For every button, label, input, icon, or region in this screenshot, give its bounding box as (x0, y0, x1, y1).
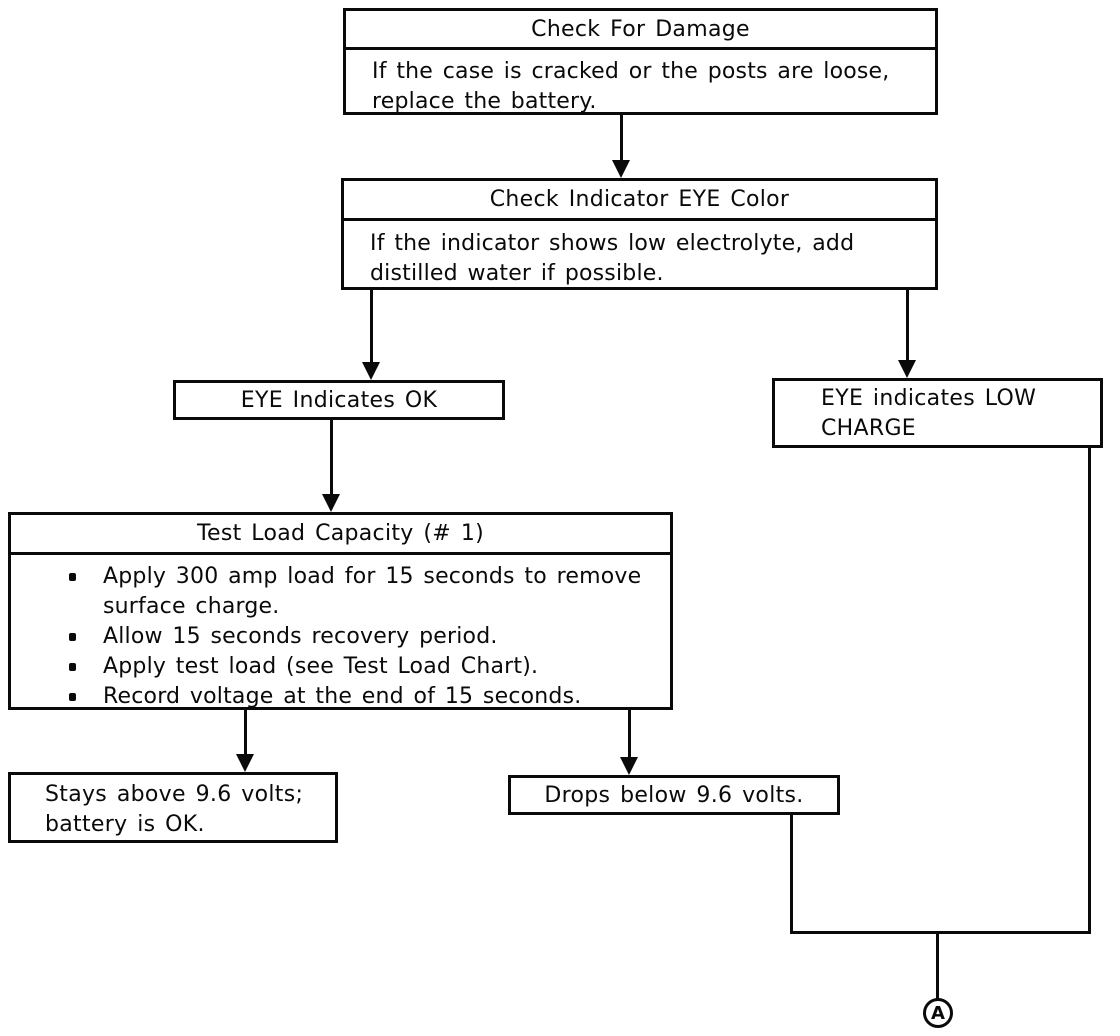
step-allow-recovery: Allow 15 seconds recovery period. (103, 624, 498, 649)
line-lowcharge-down (1088, 448, 1091, 934)
node-check-indicator-eye-color: Check Indicator EYE Color If the indicat… (341, 178, 938, 290)
arrow-testload-to-drops-head (620, 757, 638, 775)
arrow-eye-to-ok-line (370, 290, 373, 363)
arrow-damage-to-eye-line (620, 115, 623, 161)
offpage-connector-a-label: A (931, 1002, 945, 1024)
step-apply-300-amp: Apply 300 amp load for 15 seconds to rem… (103, 564, 642, 619)
bullet-icon (69, 682, 103, 712)
arrow-testload-to-drops-line (628, 710, 631, 758)
node-body-check-for-damage: If the case is cracked or the posts are … (372, 59, 890, 114)
node-title-test-load-capacity: Test Load Capacity (# 1) (11, 515, 670, 555)
node-body-check-indicator-eye-color: If the indicator shows low electrolyte, … (370, 231, 855, 286)
list-item: Apply test load (see Test Load Chart). (11, 652, 662, 682)
line-join-horizontal (790, 931, 1091, 934)
node-eye-indicates-ok: EYE Indicates OK (173, 380, 505, 420)
bullet-icon (69, 652, 103, 682)
node-check-for-damage: Check For Damage If the case is cracked … (343, 8, 938, 115)
arrow-ok-to-testload-head (322, 494, 340, 512)
test-load-steps: Apply 300 amp load for 15 seconds to rem… (11, 555, 670, 712)
list-item: Record voltage at the end of 15 seconds. (11, 682, 662, 712)
step-apply-test-load: Apply test load (see Test Load Chart). (103, 654, 539, 679)
list-item: Allow 15 seconds recovery period. (11, 622, 662, 652)
step-record-voltage: Record voltage at the end of 15 seconds. (103, 684, 582, 709)
line-to-connector-a (936, 934, 939, 999)
arrow-eye-to-ok-head (362, 362, 380, 380)
list-item: Apply 300 amp load for 15 seconds to rem… (11, 562, 662, 622)
node-stays-above-96-volts: Stays above 9.6 volts; battery is OK. (8, 772, 338, 843)
arrow-ok-to-testload-line (330, 420, 333, 495)
node-eye-indicates-low-charge: EYE indicates LOW CHARGE (772, 378, 1103, 448)
node-label-drops-below-96-volts: Drops below 9.6 volts. (544, 782, 804, 808)
arrow-eye-to-lowcharge-line (906, 290, 909, 361)
node-label-eye-indicates-ok: EYE Indicates OK (240, 387, 438, 413)
node-test-load-capacity: Test Load Capacity (# 1) Apply 300 amp l… (8, 512, 673, 710)
node-drops-below-96-volts: Drops below 9.6 volts. (508, 775, 840, 815)
node-label-stays-above-96-volts: Stays above 9.6 volts; battery is OK. (45, 782, 304, 837)
offpage-connector-a: A (923, 998, 953, 1028)
arrow-testload-to-stays-head (236, 754, 254, 772)
arrow-testload-to-stays-line (244, 710, 247, 755)
bullet-icon (69, 622, 103, 652)
bullet-icon (69, 562, 103, 622)
node-label-eye-indicates-low-charge: EYE indicates LOW CHARGE (821, 386, 1037, 441)
arrow-eye-to-lowcharge-head (898, 360, 916, 378)
node-title-check-for-damage: Check For Damage (346, 11, 935, 50)
line-drops-down (790, 815, 793, 934)
arrow-damage-to-eye-head (612, 160, 630, 178)
node-title-check-indicator-eye-color: Check Indicator EYE Color (344, 181, 935, 221)
